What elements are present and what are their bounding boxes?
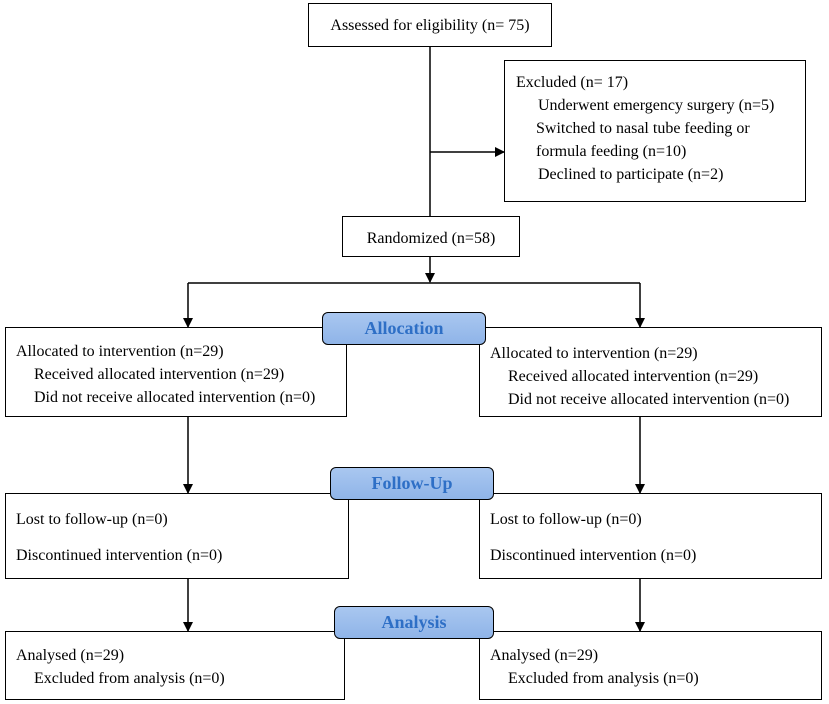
excluded-analysis-label: Excluded from analysis (n=0) bbox=[34, 670, 225, 687]
allocation-stage-label: Allocation bbox=[322, 312, 486, 345]
allocated-title: Allocated to intervention (n=29) bbox=[490, 345, 698, 362]
excluded-title: Excluded (n= 17) bbox=[516, 74, 629, 91]
randomized-box: Randomized (n=58) bbox=[342, 216, 520, 257]
left-followup-box: Lost to follow-up (n=0) Discontinued int… bbox=[5, 493, 349, 579]
received-label: Received allocated intervention (n=29) bbox=[34, 366, 285, 383]
analysis-stage-label: Analysis bbox=[334, 606, 494, 639]
lost-label: Lost to follow-up (n=0) bbox=[16, 511, 168, 528]
discontinued-label: Discontinued intervention (n=0) bbox=[16, 547, 223, 564]
analysed-label: Analysed (n=29) bbox=[16, 647, 125, 664]
assessed-label: Assessed for eligibility (n= 75) bbox=[330, 17, 530, 34]
lost-label: Lost to follow-up (n=0) bbox=[490, 511, 642, 528]
left-analysis-box: Analysed (n=29) Excluded from analysis (… bbox=[5, 631, 345, 700]
right-followup-box: Lost to follow-up (n=0) Discontinued int… bbox=[479, 493, 822, 579]
analysed-label: Analysed (n=29) bbox=[490, 647, 599, 664]
excluded-item: Switched to nasal tube feeding or bbox=[536, 120, 750, 137]
right-allocation-box: Allocated to intervention (n=29) Receive… bbox=[479, 327, 822, 417]
excluded-box: Excluded (n= 17) Underwent emergency sur… bbox=[504, 60, 806, 202]
followup-stage-label: Follow-Up bbox=[330, 467, 494, 500]
excluded-analysis-label: Excluded from analysis (n=0) bbox=[508, 670, 699, 687]
randomized-label: Randomized (n=58) bbox=[366, 230, 496, 247]
excluded-item: Declined to participate (n=2) bbox=[538, 166, 724, 183]
allocated-title: Allocated to intervention (n=29) bbox=[16, 343, 224, 360]
left-allocation-box: Allocated to intervention (n=29) Receive… bbox=[5, 327, 347, 417]
not-received-label: Did not receive allocated intervention (… bbox=[508, 391, 790, 408]
assessed-box: Assessed for eligibility (n= 75) bbox=[308, 3, 552, 47]
excluded-item: formula feeding (n=10) bbox=[536, 143, 687, 160]
excluded-item: Underwent emergency surgery (n=5) bbox=[538, 97, 775, 114]
received-label: Received allocated intervention (n=29) bbox=[508, 368, 759, 385]
right-analysis-box: Analysed (n=29) Excluded from analysis (… bbox=[479, 631, 822, 700]
not-received-label: Did not receive allocated intervention (… bbox=[34, 389, 316, 406]
discontinued-label: Discontinued intervention (n=0) bbox=[490, 547, 697, 564]
